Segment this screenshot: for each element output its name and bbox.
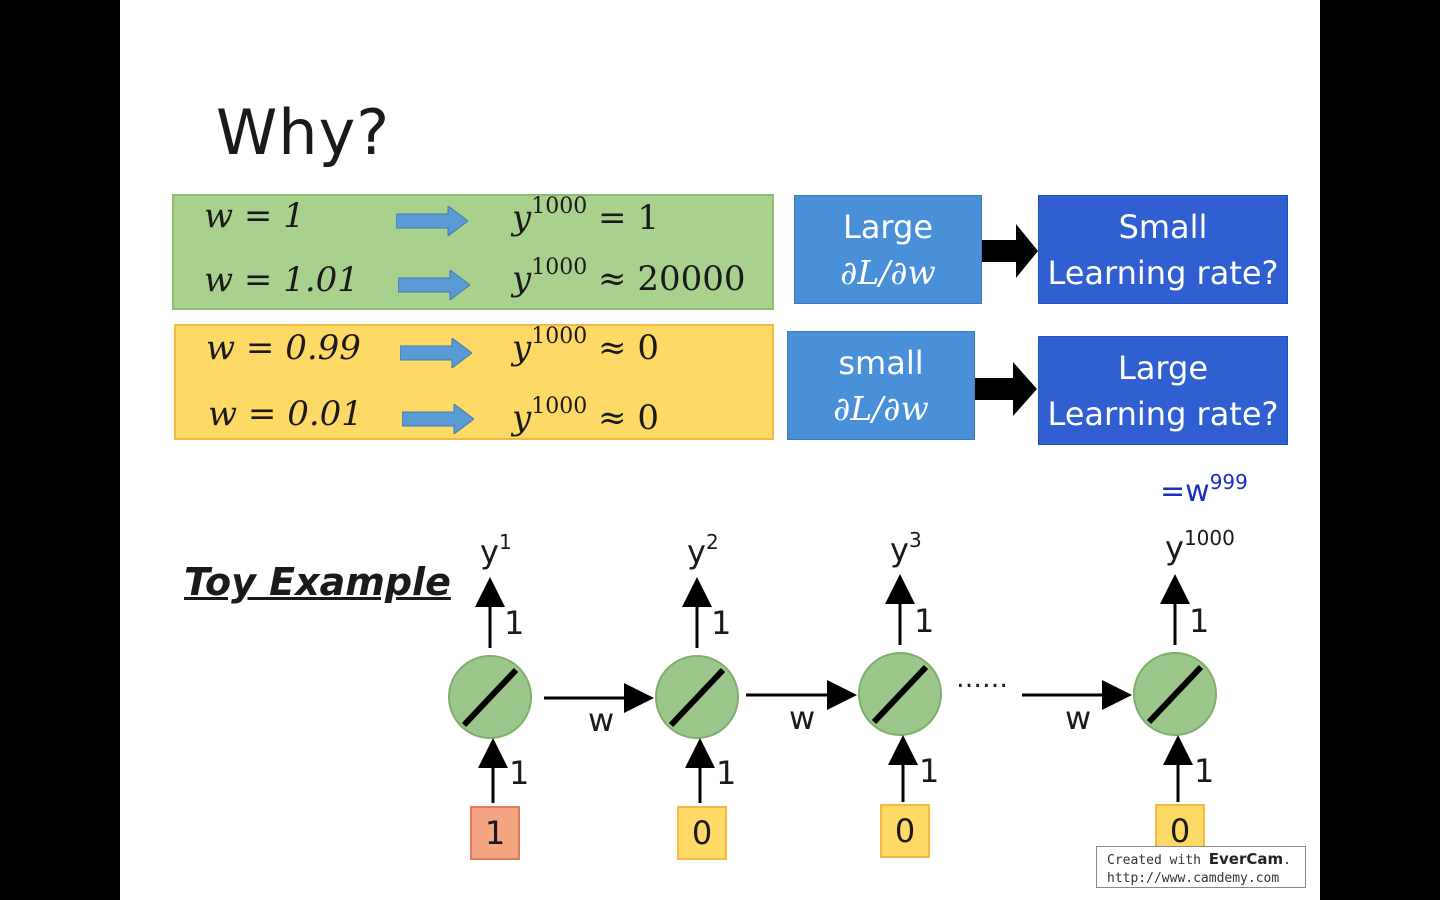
toy-example-heading: Toy Example [184,560,451,604]
panel-vanishing [174,324,774,440]
output-weight-3: 1 [914,602,935,640]
evercam-watermark: Created with EverCam. http://www.camdemy… [1096,846,1306,888]
row4-w: w = 0.01 [208,394,363,434]
output-label-1000: y1000 [1165,526,1235,567]
recurrent-weight-1: w [588,701,615,739]
output-weight-1000: 1 [1189,602,1210,640]
row3-y: y1000 ≈ 0 [512,324,659,368]
right-arrow-icon [398,270,470,300]
large-learning-rate-box: Large Learning rate? [1038,336,1288,445]
neuron-1 [448,655,532,739]
small-gradient-box: small ∂L/∂w [787,331,975,440]
recurrent-weight-3: w [1065,699,1092,737]
row4-y: y1000 ≈ 0 [512,394,659,438]
output-label-2: y2 [687,530,719,571]
chain-ellipsis: …… [956,664,1008,694]
row1-y: y1000 = 1 [512,194,659,238]
row1-w: w = 1 [204,196,305,236]
slide: Why? w = 1 y1000 = 1 w = 1.01 y1000 ≈ 20… [120,0,1320,900]
right-arrow-icon [402,404,474,434]
input-weight-3: 1 [919,752,940,790]
row3-w: w = 0.99 [206,328,361,368]
right-arrow-icon [400,338,472,368]
input-weight-1: 1 [509,754,530,792]
large-gradient-box: Large ∂L/∂w [794,195,982,304]
neuron-2 [655,655,739,739]
input-box-3: 0 [880,804,930,858]
rnn-chain-diagram [448,574,1217,803]
row2-y: y1000 ≈ 20000 [512,255,746,299]
input-box-1: 1 [470,806,520,860]
input-box-2: 0 [677,806,727,860]
neuron-3 [858,652,942,736]
w999-annotation: =w999 [1160,470,1248,509]
panel-exploding [172,194,774,310]
input-weight-2: 1 [716,754,737,792]
output-label-1: y1 [480,530,512,571]
right-arrow-icon [982,224,1038,278]
row2-w: w = 1.01 [204,260,359,300]
slide-title: Why? [216,96,391,169]
small-learning-rate-box: Small Learning rate? [1038,195,1288,304]
output-label-3: y3 [890,528,922,569]
input-weight-1000: 1 [1194,752,1215,790]
neuron-1000 [1133,652,1217,736]
right-arrow-icon [396,206,468,236]
output-weight-1: 1 [504,604,525,642]
right-arrow-icon [975,362,1037,416]
output-weight-2: 1 [711,604,732,642]
recurrent-weight-2: w [789,699,816,737]
